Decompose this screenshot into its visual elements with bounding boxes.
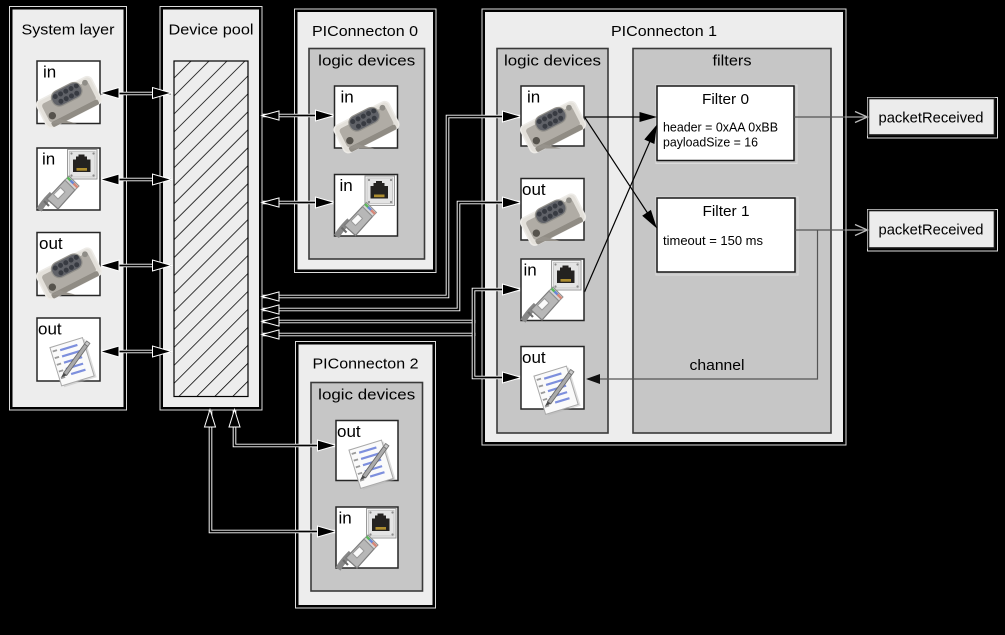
svg-text:payloadSize = 16: payloadSize = 16 — [663, 136, 758, 150]
svg-text:in: in — [340, 176, 353, 195]
svg-text:filters: filters — [713, 53, 752, 70]
svg-text:in: in — [43, 63, 56, 82]
svg-text:logic devices: logic devices — [504, 53, 601, 70]
svg-text:packetReceived: packetReceived — [879, 222, 984, 239]
svg-text:logic devices: logic devices — [318, 53, 415, 70]
svg-text:header = 0xAA 0xBB: header = 0xAA 0xBB — [663, 121, 778, 135]
svg-text:timeout = 150 ms: timeout = 150 ms — [663, 234, 763, 248]
svg-text:PIConnecton 2: PIConnecton 2 — [313, 356, 419, 373]
svg-text:in: in — [524, 261, 537, 280]
svg-text:out: out — [39, 234, 63, 253]
svg-text:packetReceived: packetReceived — [879, 110, 984, 127]
svg-text:PIConnecton 0: PIConnecton 0 — [312, 23, 418, 40]
svg-text:channel: channel — [690, 357, 745, 374]
svg-text:out: out — [522, 180, 546, 199]
svg-text:in: in — [42, 150, 55, 169]
svg-text:logic devices: logic devices — [318, 387, 415, 404]
svg-text:out: out — [522, 348, 546, 367]
svg-text:Device pool: Device pool — [169, 22, 254, 39]
svg-text:System layer: System layer — [22, 22, 115, 39]
svg-text:in: in — [341, 88, 354, 107]
svg-text:PIConnecton 1: PIConnecton 1 — [611, 23, 717, 40]
svg-text:Filter 1: Filter 1 — [703, 203, 750, 220]
svg-text:out: out — [38, 320, 62, 339]
svg-text:in: in — [339, 509, 352, 528]
svg-text:in: in — [527, 88, 540, 107]
svg-text:out: out — [337, 422, 361, 441]
svg-text:Filter 0: Filter 0 — [702, 91, 749, 108]
